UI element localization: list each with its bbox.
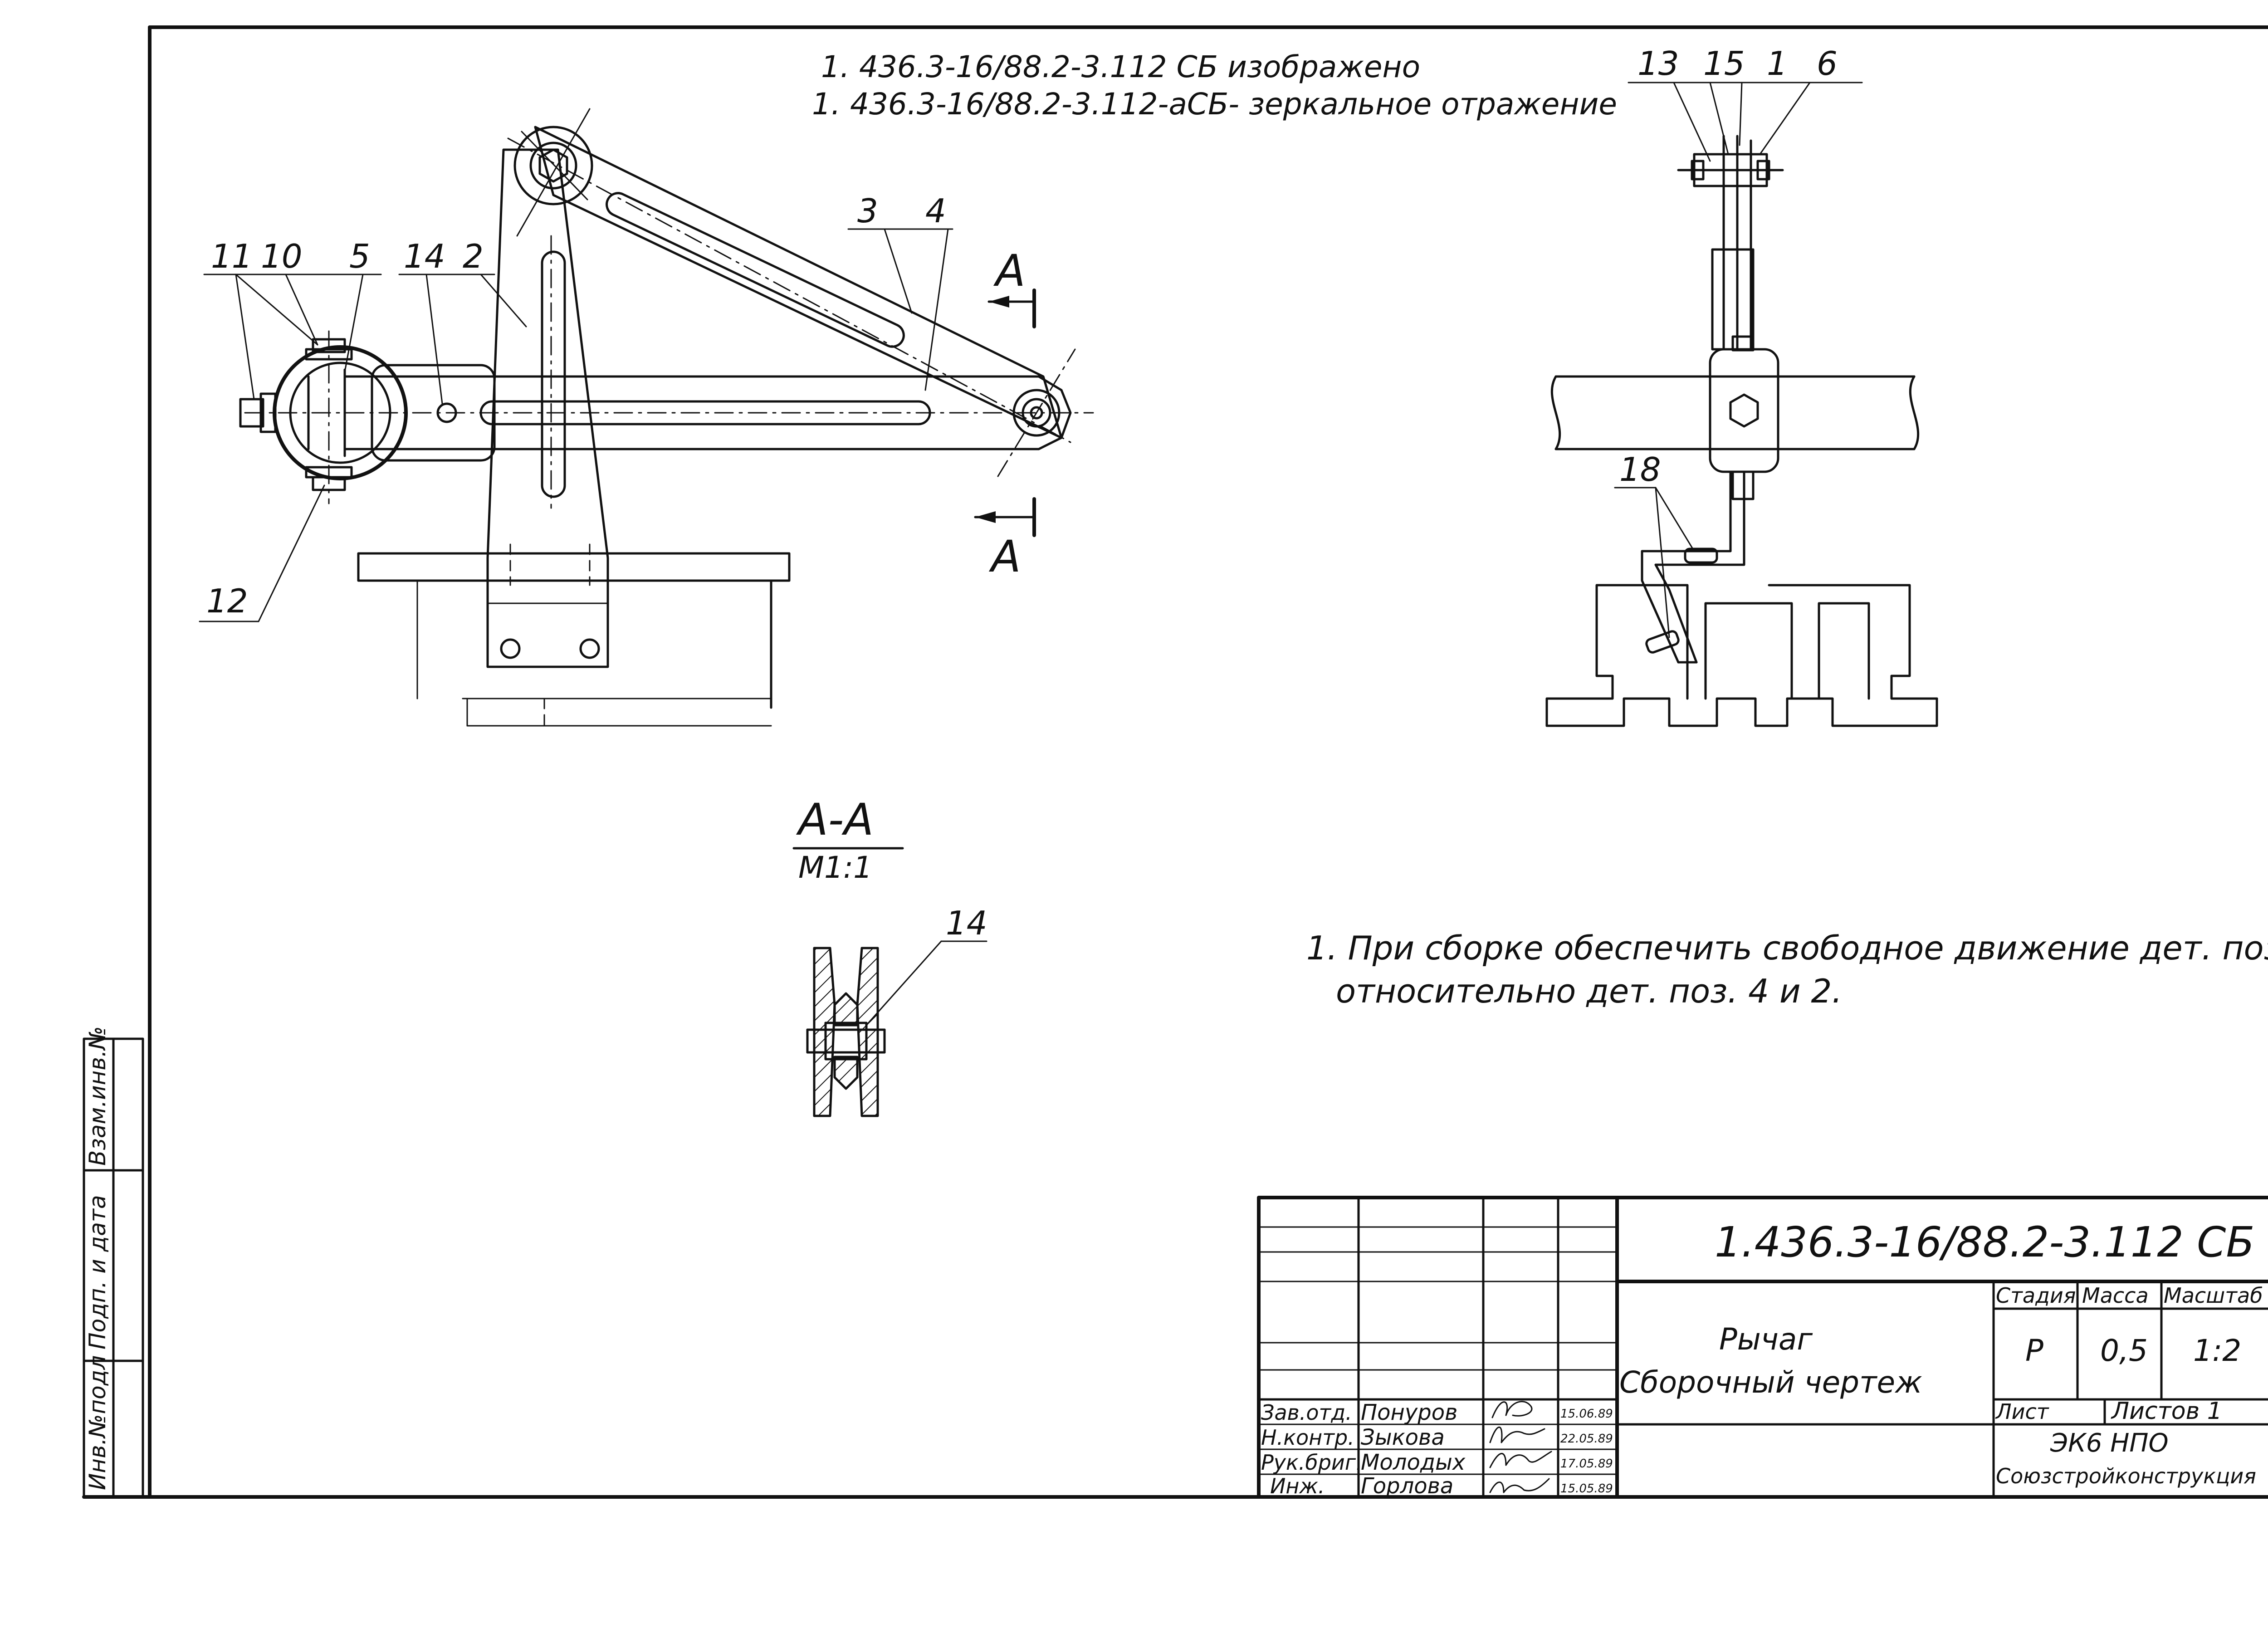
section-title: A-A xyxy=(796,794,874,845)
callout-15: 15 xyxy=(1703,44,1745,83)
sig-name-1: Зыкова xyxy=(1361,1425,1445,1450)
callout-14: 14 xyxy=(404,237,445,275)
signature-3 xyxy=(1489,1478,1550,1493)
signature-2 xyxy=(1489,1451,1552,1468)
stamp-podp-data: Подп. и дата xyxy=(84,1195,111,1350)
sig-date-1: 22.05.89 xyxy=(1560,1432,1613,1446)
callout-2: 2 xyxy=(463,237,484,275)
sig-role-1: Н.контр. xyxy=(1261,1425,1354,1450)
callout-6: 6 xyxy=(1817,44,1838,83)
main-view-lever: A A xyxy=(239,108,1094,727)
callout-13: 13 xyxy=(1637,44,1679,83)
sheet-label: Лист xyxy=(1995,1399,2049,1424)
value-mass: 0,5 xyxy=(2100,1333,2148,1368)
header-note-line1: 1. 436.3-16/88.2-3.112 СБ изображено xyxy=(821,49,1420,84)
section-callout-14: 14 xyxy=(946,904,987,942)
main-view-callouts: 11 10 5 14 2 3 4 12 xyxy=(199,192,953,622)
callout-1: 1 xyxy=(1767,44,1788,83)
sig-name-0: Понуров xyxy=(1361,1400,1457,1425)
signature-0 xyxy=(1491,1401,1533,1418)
header-stage: Стадия xyxy=(1996,1283,2076,1308)
side-view-callouts: 13 15 1 6 18 xyxy=(1614,44,1863,638)
value-stage: Р xyxy=(2025,1333,2043,1368)
section-mark-top: A xyxy=(993,245,1026,296)
stamp-vzam-inv: Взам.инв.№ xyxy=(84,1026,111,1166)
callout-5: 5 xyxy=(349,237,370,275)
callout-10: 10 xyxy=(261,237,303,275)
sig-role-0: Зав.отд. xyxy=(1261,1400,1352,1425)
signature-1 xyxy=(1489,1427,1545,1443)
callout-18: 18 xyxy=(1619,450,1661,489)
section-view-aa: A-A М1:1 14 xyxy=(792,794,987,1117)
sig-role-2: Рук.бриг. xyxy=(1261,1450,1363,1475)
org-line2: Союзстройконструкция xyxy=(1996,1464,2256,1488)
value-scale: 1:2 xyxy=(2193,1333,2241,1368)
section-scale: М1:1 xyxy=(798,850,872,885)
section-mark-bottom: A xyxy=(988,531,1021,582)
header-note-line2: 1. 436.3-16/88.2-3.112-аСБ- зеркальное о… xyxy=(812,87,1617,122)
sig-role-3: Инж. xyxy=(1270,1474,1325,1498)
org-line1: ЭК6 НПО xyxy=(2050,1428,2169,1458)
sheets-label: Листов 1 xyxy=(2111,1398,2222,1425)
sig-name-2: Молодых xyxy=(1361,1450,1466,1475)
sig-date-2: 17.05.89 xyxy=(1560,1457,1613,1471)
callout-4: 4 xyxy=(925,192,946,230)
name-line2: Сборочный чертеж xyxy=(1619,1365,1922,1400)
callout-3: 3 xyxy=(857,192,878,230)
note-line2: относительно дет. поз. 4 и 2. xyxy=(1336,972,1842,1010)
callout-11: 11 xyxy=(211,237,253,275)
sig-date-3: 15.05.89 xyxy=(1560,1482,1613,1496)
header-mass: Масса xyxy=(2082,1283,2149,1308)
sig-name-3: Горлова xyxy=(1361,1473,1453,1499)
header-scale: Масштаб xyxy=(2164,1283,2263,1308)
name-line1: Рычаг xyxy=(1719,1322,1813,1357)
title-block: 1.436.3-16/88.2-3.112 СБ Рычаг Сборочный… xyxy=(1257,1196,2268,1499)
callout-12: 12 xyxy=(206,582,248,620)
note-line1: 1. При сборке обеспечить свободное движе… xyxy=(1306,929,2268,967)
sig-date-0: 15.06.89 xyxy=(1560,1407,1613,1421)
side-view xyxy=(1545,135,1938,727)
side-stamp-strip: Взам.инв.№ Подп. и дата Инв.№подл xyxy=(83,1026,144,1498)
designation: 1.436.3-16/88.2-3.112 СБ xyxy=(1715,1218,2254,1266)
stamp-inv-podl: Инв.№подл xyxy=(84,1355,111,1490)
